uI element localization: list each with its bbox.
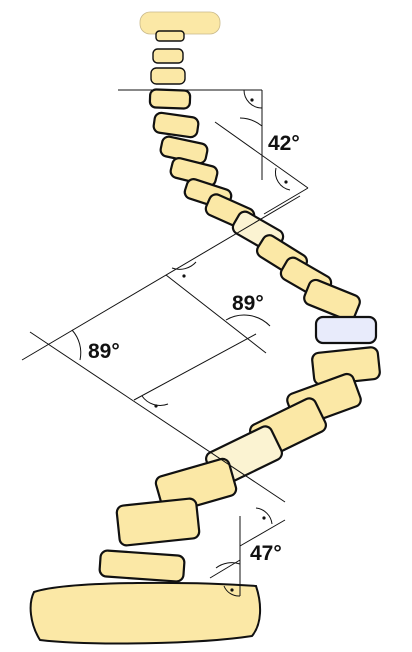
vertebra	[150, 67, 186, 85]
vertebra	[115, 497, 201, 547]
lower-right-line	[239, 519, 286, 547]
angle-arcs	[71, 89, 291, 597]
angle-dot	[154, 404, 158, 408]
vertebra	[155, 30, 185, 42]
vertebra	[152, 111, 200, 139]
middle-arc-left	[71, 329, 82, 361]
middle-upper-line	[21, 195, 301, 361]
middle-arc-right	[225, 314, 271, 327]
angle-dot	[262, 516, 266, 520]
lower-arc-47	[215, 562, 241, 569]
middle-arc-lower	[141, 395, 169, 406]
angle-dot	[230, 588, 234, 592]
lower-right-mark	[255, 507, 273, 525]
upper-lower-endplate-line	[214, 121, 309, 189]
vertebra	[314, 315, 378, 345]
cobb-lines	[21, 89, 309, 596]
sacrum	[29, 581, 262, 645]
angle-dots	[154, 98, 288, 592]
angle-label-middle-right: 89°	[232, 292, 264, 315]
angle-dot	[250, 98, 254, 102]
middle-inner-line-b	[133, 333, 257, 401]
vertebra	[303, 278, 361, 322]
vertebra	[98, 549, 186, 583]
upper-lower-right-mark	[275, 167, 291, 191]
upper-right-mark	[243, 89, 263, 109]
angle-label-middle-left: 89°	[88, 340, 120, 363]
middle-inner-line-a	[165, 274, 267, 354]
vertebra	[148, 88, 192, 110]
angle-label-upper-right: 42°	[268, 132, 300, 155]
upper-lower-perpendicular	[263, 187, 309, 215]
middle-lower-line	[29, 331, 286, 503]
middle-arc-upper	[171, 261, 197, 270]
angle-dot	[182, 274, 186, 278]
angle-dot	[284, 180, 288, 184]
vertebra	[152, 48, 184, 64]
angle-label-lower-right: 47°	[250, 542, 282, 565]
vertebral-column	[98, 30, 381, 583]
upper-arc-42	[239, 117, 263, 127]
lower-bottom-mark	[223, 585, 241, 597]
